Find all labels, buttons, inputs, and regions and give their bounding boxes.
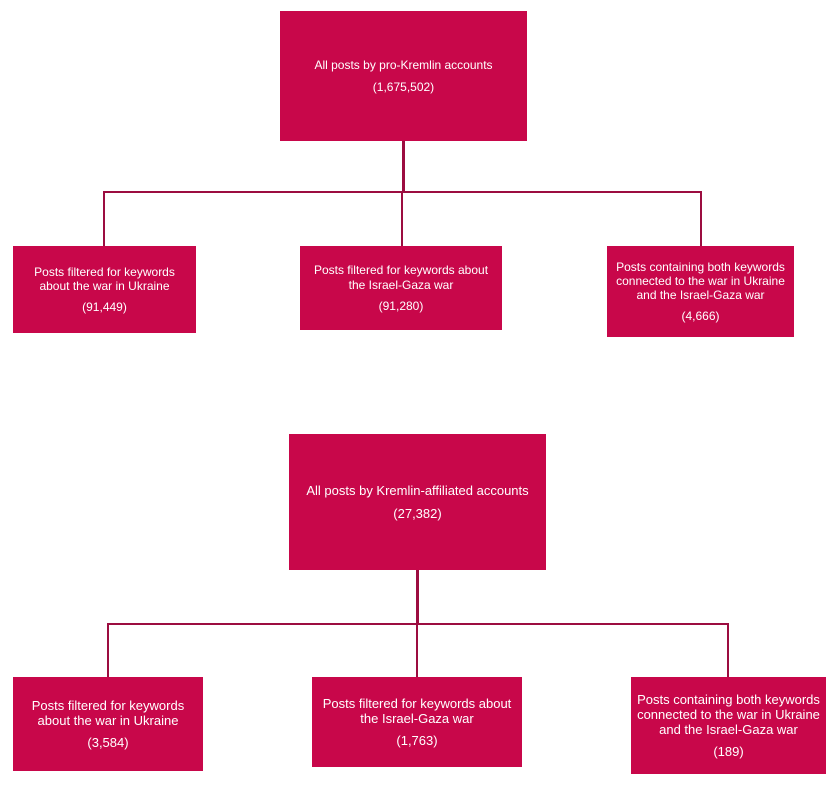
d1-root-box: All posts by pro-Kremlin accounts (1,675… bbox=[280, 11, 527, 141]
connector-d1-child-1 bbox=[103, 191, 105, 246]
d1-child-2-title: Posts filtered for keywords about the Is… bbox=[313, 263, 489, 292]
d2-root-box: All posts by Kremlin-affiliated accounts… bbox=[289, 434, 546, 570]
d2-child-box-ukraine: Posts filtered for keywords about the wa… bbox=[13, 677, 203, 771]
connector-d2-child-1 bbox=[107, 623, 109, 677]
connector-d2-horizontal bbox=[107, 623, 729, 625]
connector-d2-root-stem bbox=[416, 570, 419, 625]
d2-root-title: All posts by Kremlin-affiliated accounts bbox=[306, 483, 529, 499]
d1-child-1-title: Posts filtered for keywords about the wa… bbox=[34, 264, 175, 293]
connector-d2-child-2 bbox=[416, 623, 418, 677]
d1-child-box-israel-gaza: Posts filtered for keywords about the Is… bbox=[300, 246, 502, 330]
connector-d1-child-2 bbox=[401, 191, 403, 246]
d2-child-2-count: (1,763) bbox=[396, 733, 438, 749]
d2-child-1-count: (3,584) bbox=[87, 735, 129, 751]
d1-child-3-title: Posts containing both keywords connected… bbox=[616, 259, 785, 303]
d2-child-box-israel-gaza: Posts filtered for keywords about the Is… bbox=[312, 677, 522, 767]
connector-d2-child-3 bbox=[727, 623, 729, 677]
d1-child-box-ukraine: Posts filtered for keywords about the wa… bbox=[13, 246, 196, 333]
d2-child-box-both: Posts containing both keywords connected… bbox=[631, 677, 826, 774]
d1-child-3-count: (4,666) bbox=[681, 309, 720, 324]
d2-child-3-title: Posts containing both keywords connected… bbox=[637, 691, 820, 738]
connector-d1-child-3 bbox=[700, 191, 702, 246]
d2-child-2-title: Posts filtered for keywords about the Is… bbox=[322, 695, 512, 726]
connector-d1-root-stem bbox=[402, 141, 405, 193]
d1-child-box-both: Posts containing both keywords connected… bbox=[607, 246, 794, 337]
d2-root-count: (27,382) bbox=[393, 505, 442, 521]
d1-child-2-count: (91,280) bbox=[378, 298, 424, 313]
d1-root-count: (1,675,502) bbox=[372, 79, 435, 94]
d2-child-3-count: (189) bbox=[713, 744, 744, 760]
d2-child-1-title: Posts filtered for keywords about the wa… bbox=[31, 697, 185, 728]
d1-root-title: All posts by pro-Kremlin accounts bbox=[314, 58, 493, 73]
d1-child-1-count: (91,449) bbox=[82, 300, 127, 315]
